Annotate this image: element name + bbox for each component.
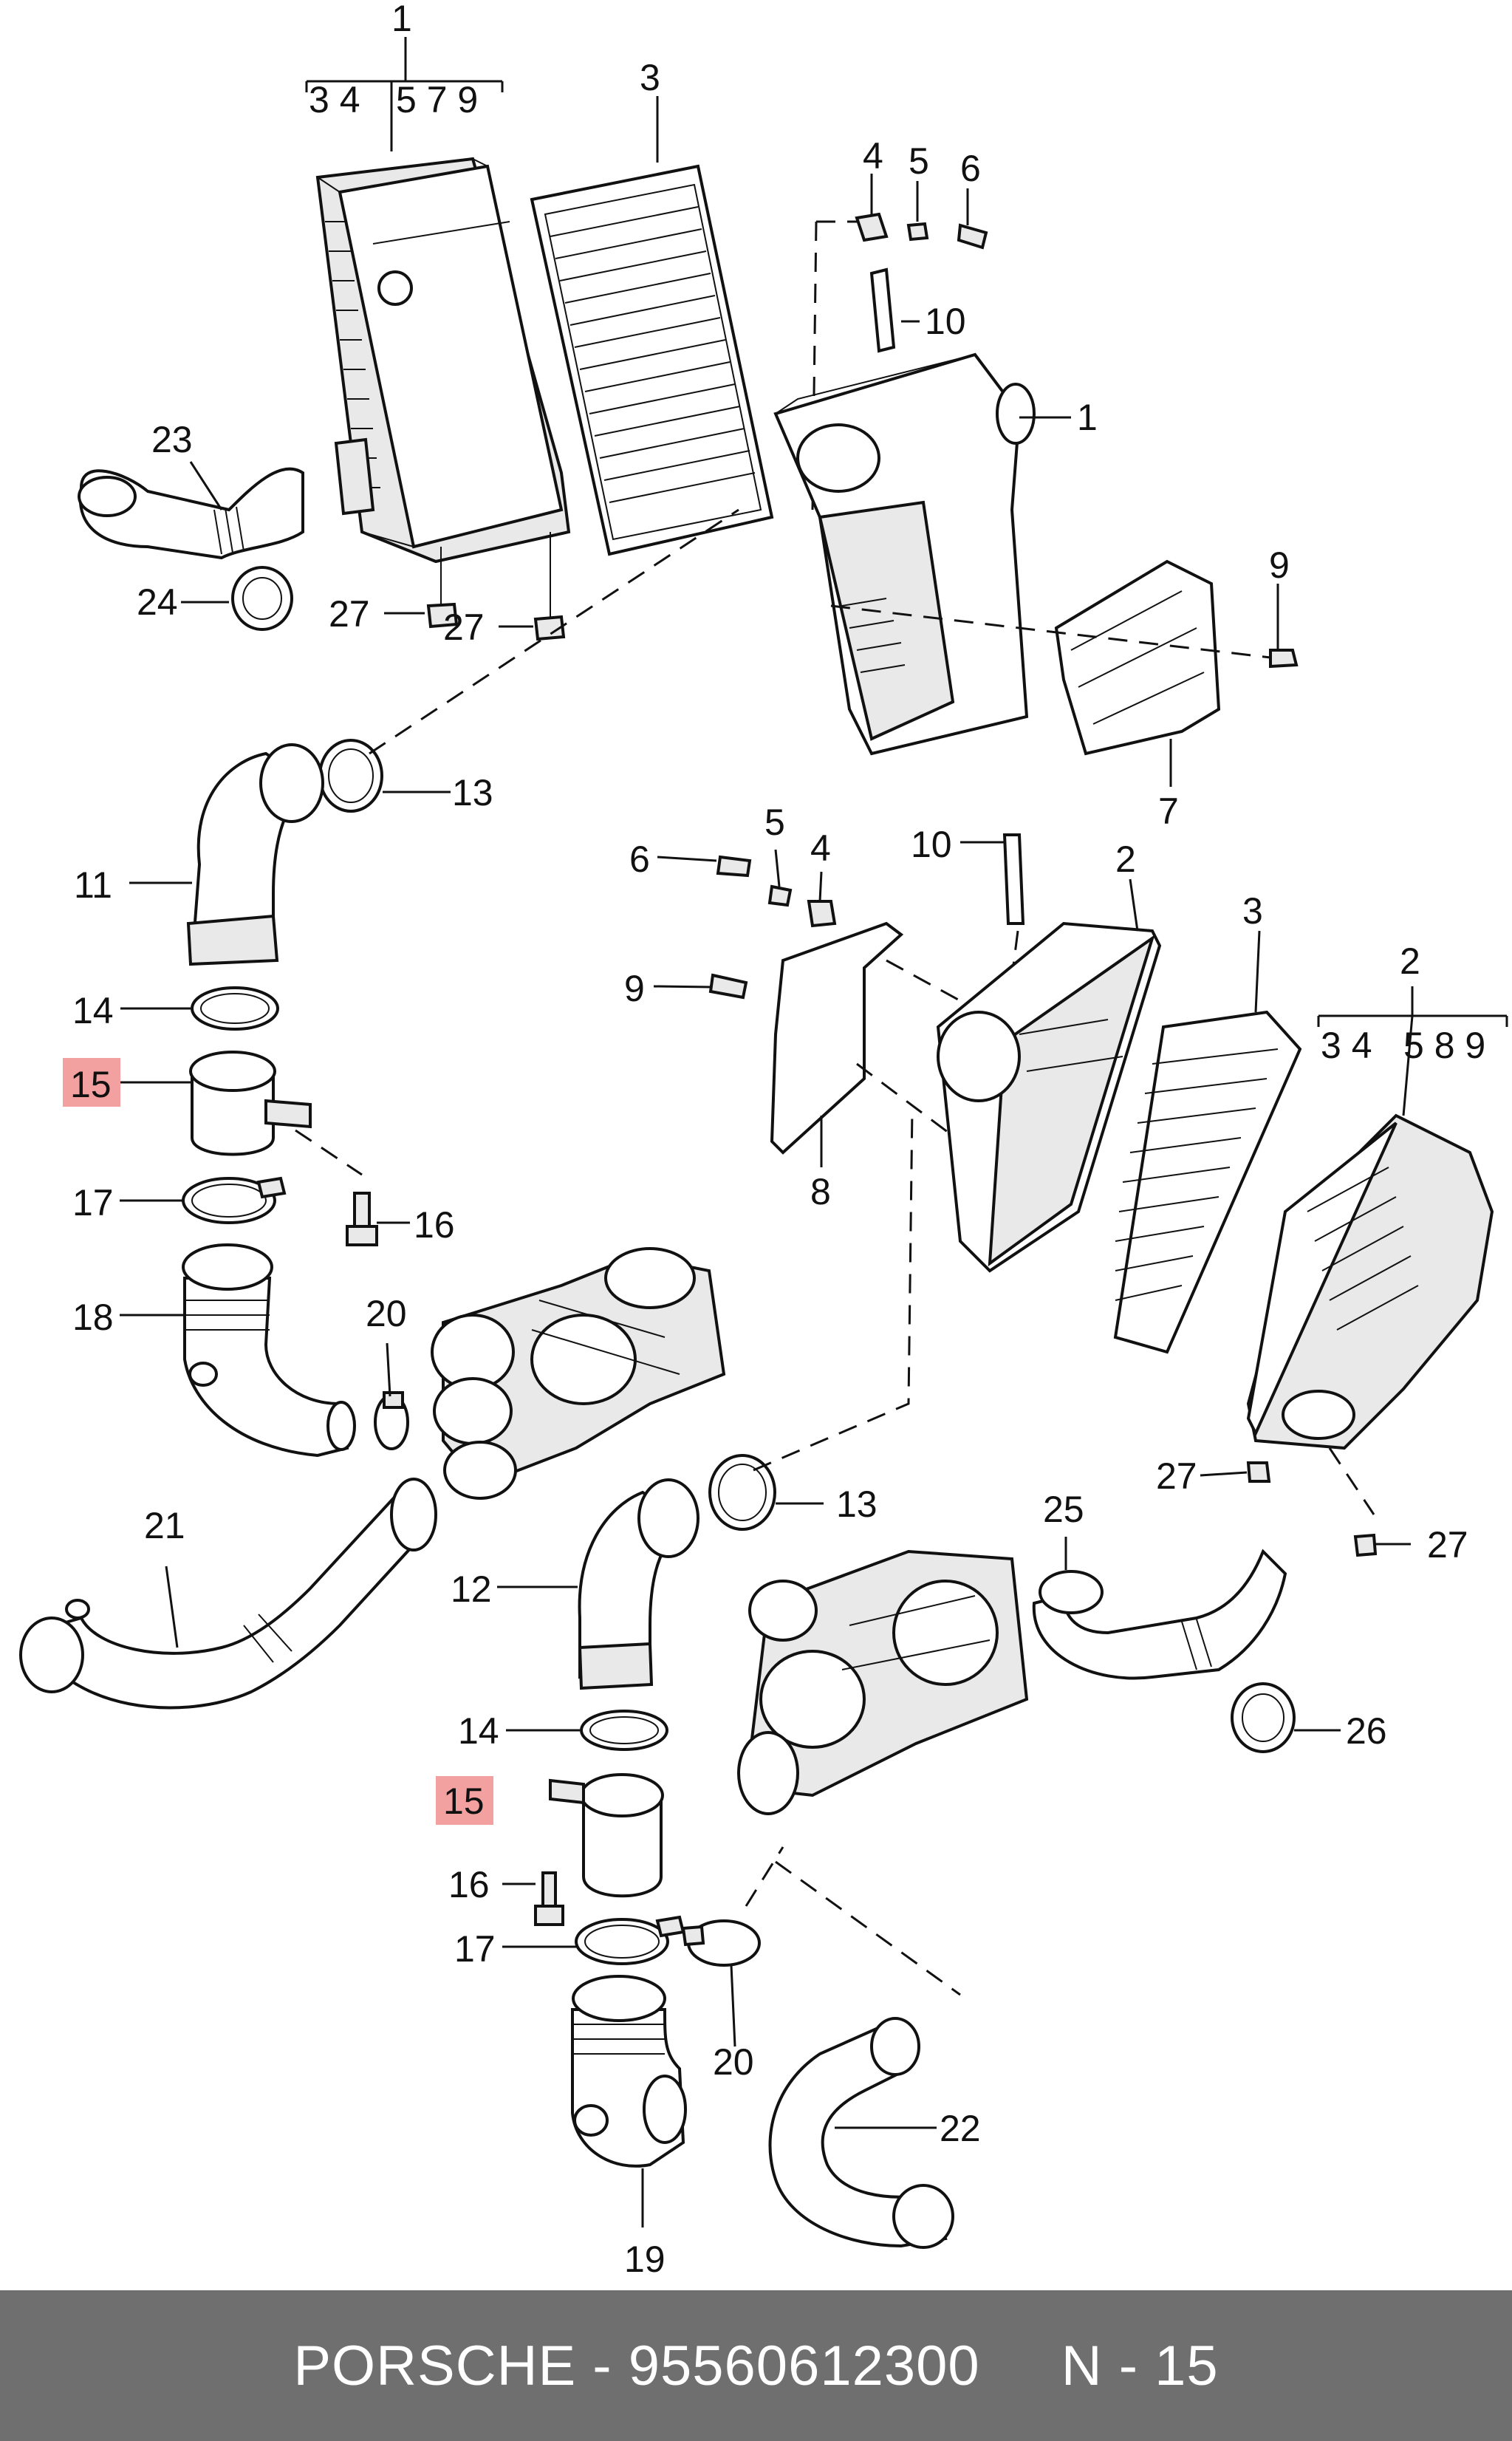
rubber-buffer-27-top (426, 532, 566, 641)
callout-10-top: 10 (925, 301, 966, 342)
elbow-pipe-11 (186, 743, 324, 966)
callout-1-top: 1 (391, 0, 412, 39)
callout-25: 25 (1043, 1489, 1084, 1530)
callout-2-sub2: 5 8 9 (1403, 1025, 1485, 1066)
callout-17-a: 17 (72, 1182, 114, 1223)
parts-diagram: 1 3 4 5 7 9 3 4 5 6 10 1 23 24 27 27 9 7… (19, 0, 1508, 2280)
callout-27-a: 27 (329, 593, 370, 635)
o-ring-13-upper (318, 508, 739, 813)
callout-1-sub2: 5 7 9 (396, 79, 478, 120)
elbow-pipe-12 (578, 1478, 699, 1690)
heat-shield-7 (830, 559, 1299, 756)
callout-7: 7 (1158, 791, 1179, 832)
callout-1-sub: 3 4 (309, 79, 360, 120)
seal-ring-14-upper (191, 986, 279, 1031)
callout-14-b: 14 (458, 1710, 499, 1752)
intake-hose-18 (182, 1243, 356, 1458)
callout-22: 22 (940, 2108, 981, 2149)
intake-hose-19 (571, 1975, 687, 2168)
callout-16-a: 16 (414, 1204, 455, 1246)
callout-23: 23 (151, 419, 193, 460)
callout-11: 11 (74, 864, 112, 906)
callout-9-mid: 9 (624, 968, 645, 1009)
callout-24: 24 (137, 581, 178, 623)
callout-13-b: 13 (836, 1484, 878, 1525)
o-ring-13-lower (708, 1107, 914, 1531)
callout-5-mid: 5 (764, 802, 785, 843)
callout-4-top: 4 (863, 135, 883, 177)
callout-2-sub: 3 4 (1321, 1025, 1372, 1066)
footer-bar: PORSCHE - 95560612300 N - 15 (0, 2290, 1512, 2441)
callout-3-top: 3 (640, 57, 660, 98)
callout-27-b: 27 (443, 607, 485, 648)
leader-lines (120, 37, 1508, 2227)
callout-27-c: 27 (1156, 1455, 1197, 1497)
fasteners-top (811, 212, 988, 511)
air-filter-housing-2 (936, 921, 1162, 1273)
intake-hose-22 (768, 2017, 954, 2249)
highlight-15-upper (63, 1058, 120, 1107)
callout-4-mid: 4 (810, 827, 831, 869)
callout-12: 12 (451, 1568, 492, 1610)
air-filter-element-top (530, 164, 774, 556)
callout-16-b: 16 (448, 1864, 490, 1905)
callout-20-b: 20 (713, 2041, 754, 2083)
callout-15-b: 15 (443, 1781, 485, 1822)
seal-ring-14-lower (580, 1710, 668, 1751)
footer-separator: - (576, 2334, 629, 2397)
air-mass-sensor-15-lower (534, 1773, 664, 1926)
hose-clamp-20-lower (681, 1846, 961, 1996)
callout-27-d: 27 (1427, 1524, 1468, 1566)
callout-17-b: 17 (454, 1928, 496, 1970)
air-filter-housing-left (315, 157, 571, 564)
callout-19: 19 (624, 2239, 666, 2280)
callout-2-right: 2 (1400, 940, 1420, 982)
callout-6-top: 6 (960, 148, 981, 189)
callout-5-top: 5 (909, 140, 929, 182)
hose-clamp-17-lower (575, 1915, 685, 1965)
turbocharger-right (737, 1549, 1029, 1815)
callout-8: 8 (810, 1171, 831, 1212)
fasteners-middle (708, 855, 837, 1000)
callout-26: 26 (1346, 1710, 1387, 1752)
footer-diagram-ref: N - 15 (1061, 2334, 1219, 2397)
callout-15-a: 15 (70, 1064, 112, 1105)
footer-brand: PORSCHE (293, 2334, 577, 2397)
callout-13-a: 13 (452, 772, 493, 813)
seal-ring-24 (231, 566, 293, 631)
callout-9-top: 9 (1269, 544, 1290, 586)
callout-1-right: 1 (1077, 397, 1098, 438)
screw-16-upper (346, 1192, 378, 1246)
callout-3-mid: 3 (1242, 890, 1263, 932)
callout-20-a: 20 (366, 1293, 407, 1334)
footer-part-number: 95560612300 (628, 2334, 980, 2397)
callout-numbers: 1 3 4 5 7 9 3 4 5 6 10 1 23 24 27 27 9 7… (70, 0, 1485, 2280)
intake-hose-23 (78, 467, 304, 560)
air-duct-housing-right (773, 352, 1036, 756)
callout-6-mid: 6 (629, 839, 650, 880)
air-filter-element-mid (1113, 1010, 1302, 1354)
air-filter-housing-right (1246, 1113, 1494, 1557)
seal-ring-26 (1231, 1682, 1296, 1753)
callout-21: 21 (144, 1505, 185, 1546)
callout-14-a: 14 (72, 990, 114, 1031)
intake-hose-25 (1032, 1549, 1287, 1680)
air-mass-sensor-15-upper (189, 1051, 363, 1176)
callout-10-mid: 10 (911, 824, 952, 865)
hose-clamp-17-upper (182, 1176, 287, 1224)
pin-10-middle (1002, 833, 1025, 1035)
bracket-8 (770, 921, 976, 1155)
intake-pipe-21 (19, 1478, 437, 1710)
callout-18: 18 (72, 1297, 114, 1338)
callout-2-mid: 2 (1115, 839, 1136, 880)
hose-clamp-20-upper (374, 1391, 409, 1450)
turbocharger-left (431, 1247, 726, 1500)
highlight-15-lower (436, 1776, 493, 1825)
